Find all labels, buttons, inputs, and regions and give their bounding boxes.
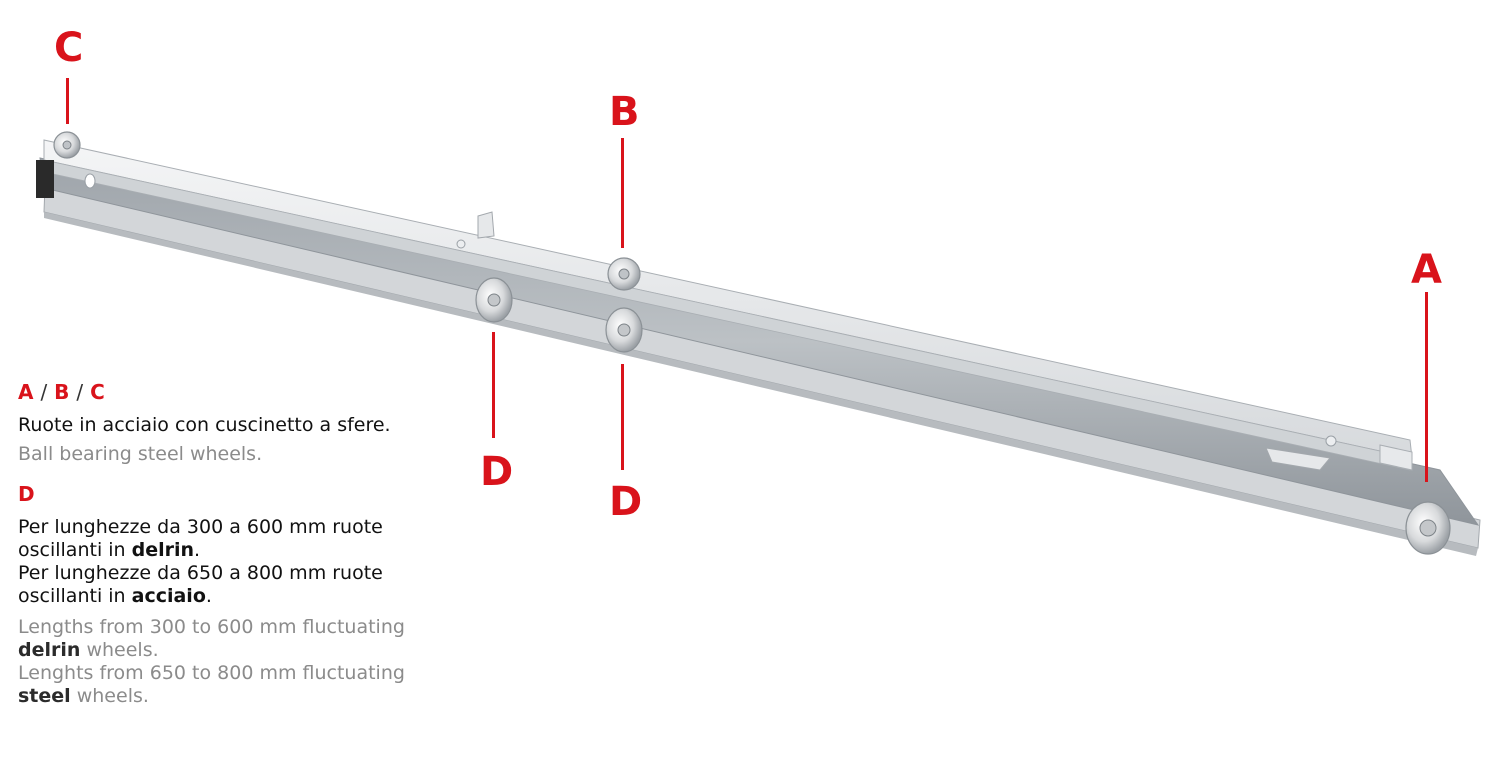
text: Lenghts from 650 to 800 mm fluctuating [18,662,405,684]
legend-separator: / [76,380,84,404]
rivet [456,239,466,249]
wheel-d-left [475,277,513,323]
legend-abc-heading: A / B / C [18,380,458,404]
text: Per lunghezze da 300 a 600 mm ruote osci… [18,516,383,561]
bold-text: delrin [131,539,195,561]
callout-d-right: D [609,479,643,525]
legend-d-italian-2: Per lunghezze da 650 a 800 mm ruote osci… [18,562,458,608]
callout-a: A [1411,247,1442,293]
wheel-a [1405,501,1451,555]
legend-d-english-2: Lenghts from 650 to 800 mm fluctuating s… [18,662,458,708]
wheel-b [607,257,641,291]
wheel-d-right [605,307,643,353]
end-cap [36,160,96,198]
callout-c: C [54,25,84,71]
legend-abc-italian: Ruote in acciaio con cuscinetto a sfere. [18,414,391,436]
leader-line-d-left [492,332,495,438]
leader-line-a [1425,292,1428,482]
callout-b: B [609,89,640,135]
leader-line-d-right [621,364,624,470]
legend-separator: / [40,380,48,404]
legend: A / B / C Ruote in acciaio con cuscinett… [18,380,458,708]
wheel-c [53,131,81,159]
legend-d-heading: D [18,482,35,506]
legend-d-english-1: Lengths from 300 to 600 mm fluctuating d… [18,616,458,662]
leader-line-c [66,78,69,124]
text: Lengths from 300 to 600 mm fluctuating [18,616,405,638]
callout-d-left: D [480,449,514,495]
leader-line-b [621,138,624,248]
legend-label-c: C [90,380,105,404]
inner-rail [43,139,1413,471]
legend-d-italian-1: Per lunghezze da 300 a 600 mm ruote osci… [18,516,458,562]
text: Per lunghezze da 650 a 800 mm ruote osci… [18,562,383,607]
bold-text: steel [18,685,71,707]
bold-text: delrin [18,639,81,661]
legend-label-a: A [18,380,34,404]
legend-label-b: B [54,380,70,404]
text: . [194,539,201,561]
rivet [1325,435,1337,447]
text: . [205,585,212,607]
text: wheels. [70,685,149,707]
bold-text: acciaio [131,585,206,607]
legend-abc-english: Ball bearing steel wheels. [18,443,263,465]
text: wheels. [80,639,159,661]
